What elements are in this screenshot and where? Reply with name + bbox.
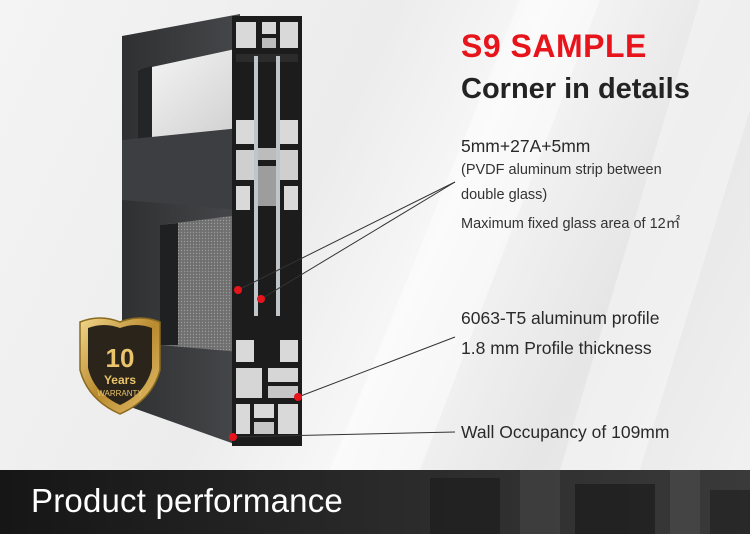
callout-lines: [232, 181, 456, 438]
spec-strip-line1: (PVDF aluminum strip between: [461, 162, 662, 178]
spec-thickness: 1.8 mm Profile thickness: [461, 338, 652, 358]
window-profile-illustration: [122, 14, 456, 446]
warranty-badge: 10 Years WARRANTY: [79, 317, 161, 415]
profile-cross-section: [232, 16, 302, 446]
headline-subtitle: Corner in details: [461, 73, 690, 105]
upper-glass-pane: [138, 48, 240, 140]
footer-banner: Product performance: [0, 470, 750, 534]
footer-profile-texture: [430, 470, 750, 534]
screen-mesh-panel: [160, 215, 240, 352]
callout-markers: [229, 286, 302, 441]
badge-years: Years: [104, 373, 136, 387]
glass-marker: [234, 286, 242, 294]
profile-marker: [294, 393, 302, 401]
spec-fixed-area: Maximum fixed glass area of 12㎡: [461, 216, 681, 232]
spec-glass: 5mm+27A+5mm: [461, 136, 591, 156]
badge-warranty: WARRANTY: [97, 389, 143, 398]
spec-wall: Wall Occupancy of 109mm: [461, 422, 670, 442]
wall-marker: [229, 433, 237, 441]
spec-strip-line2: double glass): [461, 187, 548, 203]
badge-number: 10: [106, 343, 135, 373]
headline-title: S9 SAMPLE: [461, 28, 647, 64]
strip-marker: [257, 295, 265, 303]
spec-profile: 6063-T5 aluminum profile: [461, 308, 660, 328]
footer-title: Product performance: [31, 482, 343, 519]
